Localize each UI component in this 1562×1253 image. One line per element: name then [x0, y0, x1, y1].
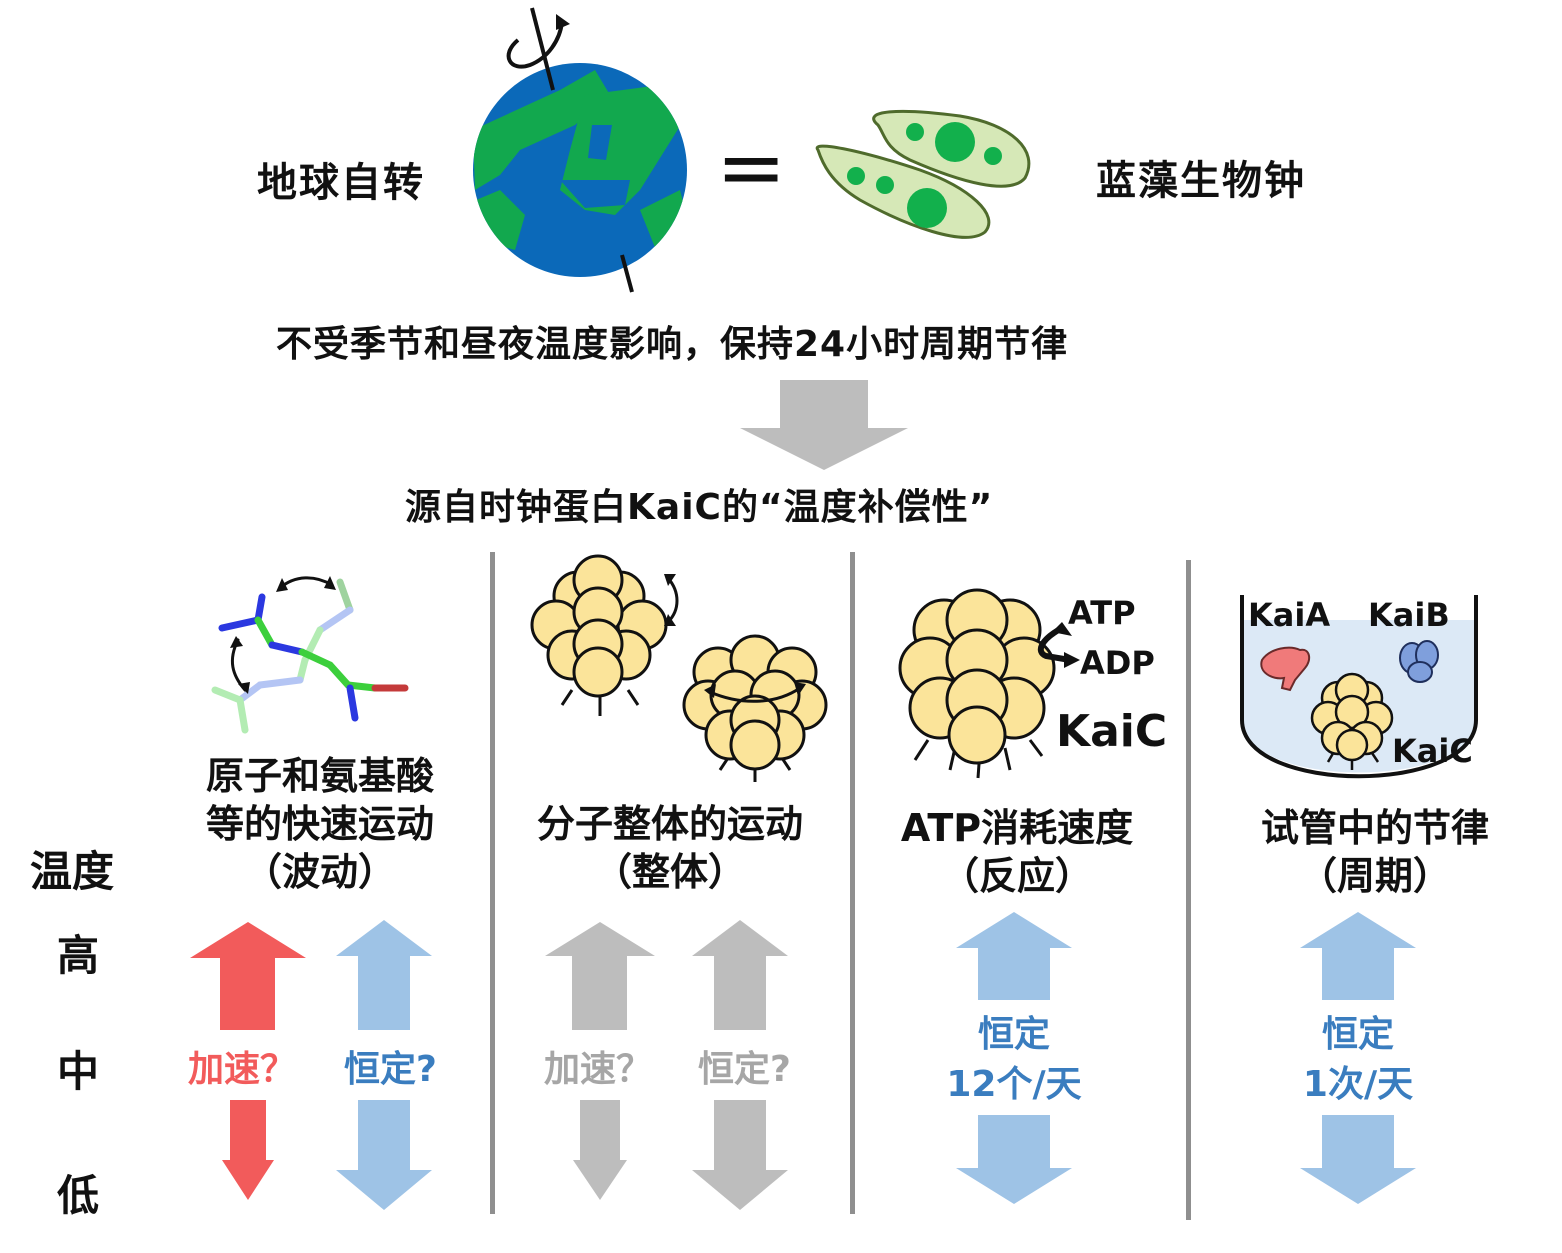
cyanobacteria-clock-label: 蓝藻生物钟 [1096, 158, 1306, 204]
equals-sign: = [716, 118, 787, 216]
kaib-icon [1399, 640, 1439, 683]
blue-arrow-icon [1300, 912, 1416, 1204]
kaia-icon [1260, 646, 1311, 692]
kaic-label: KaiC [1056, 706, 1168, 757]
kaic-label: KaiC [1392, 732, 1473, 770]
amino-acid-icon [211, 576, 409, 734]
constant-rate-label: 恒定 12个/天 [946, 1014, 1082, 1105]
kaic-hexamer-icon [898, 588, 1080, 779]
temperature-low-label: 低 [57, 1171, 100, 1220]
blue-arrow-icon [336, 920, 432, 1210]
earth-rotation-label: 地球自转 [257, 160, 425, 206]
kaic-hexamer-icon [682, 634, 828, 782]
column-divider [850, 552, 855, 1214]
column-divider [490, 552, 495, 1214]
origin-text: 源自时钟蛋白KaiC的“温度补偿性” [405, 487, 994, 528]
atp-label: ATP [1068, 594, 1136, 632]
accelerate-label: 加速？ [188, 1049, 297, 1090]
adp-label: ADP [1080, 644, 1155, 682]
kaic-hexamer-icon [1310, 672, 1394, 770]
kaia-label: KaiA [1248, 596, 1331, 634]
kaib-label: KaiB [1368, 596, 1450, 634]
earth-icon [473, 63, 687, 277]
blue-arrow-icon [956, 912, 1072, 1204]
column-1-title: 原子和氨基酸 等的快速运动 （波动） [205, 754, 434, 894]
column-4-title: 试管中的节律 （周期） [1260, 806, 1489, 898]
gray-arrow-icon [545, 922, 655, 1200]
cyanobacteria-icon [815, 109, 1031, 239]
temperature-axis-title: 温度 [30, 847, 115, 896]
column-2-title: 分子整体的运动 （整体） [536, 802, 803, 894]
constant-label: 恒定? [698, 1049, 791, 1090]
rotation-axis-icon [506, 7, 634, 293]
temperature-high-label: 高 [57, 931, 100, 980]
accelerate-label: 加速？ [544, 1049, 653, 1090]
statement-text: 不受季节和昼夜温度影响，保持24小时周期节律 [276, 324, 1069, 365]
constant-period-label: 恒定 1次/天 [1302, 1014, 1414, 1105]
red-arrow-icon [190, 922, 306, 1200]
kaic-hexamer-icon [530, 554, 679, 716]
column-3-title: ATP消耗速度 （反应） [900, 806, 1134, 898]
temperature-mid-label: 中 [57, 1047, 100, 1096]
gray-arrow-icon [692, 920, 788, 1210]
column-divider [1186, 560, 1191, 1220]
constant-label: 恒定? [344, 1049, 437, 1090]
down-arrow-icon [740, 380, 908, 470]
